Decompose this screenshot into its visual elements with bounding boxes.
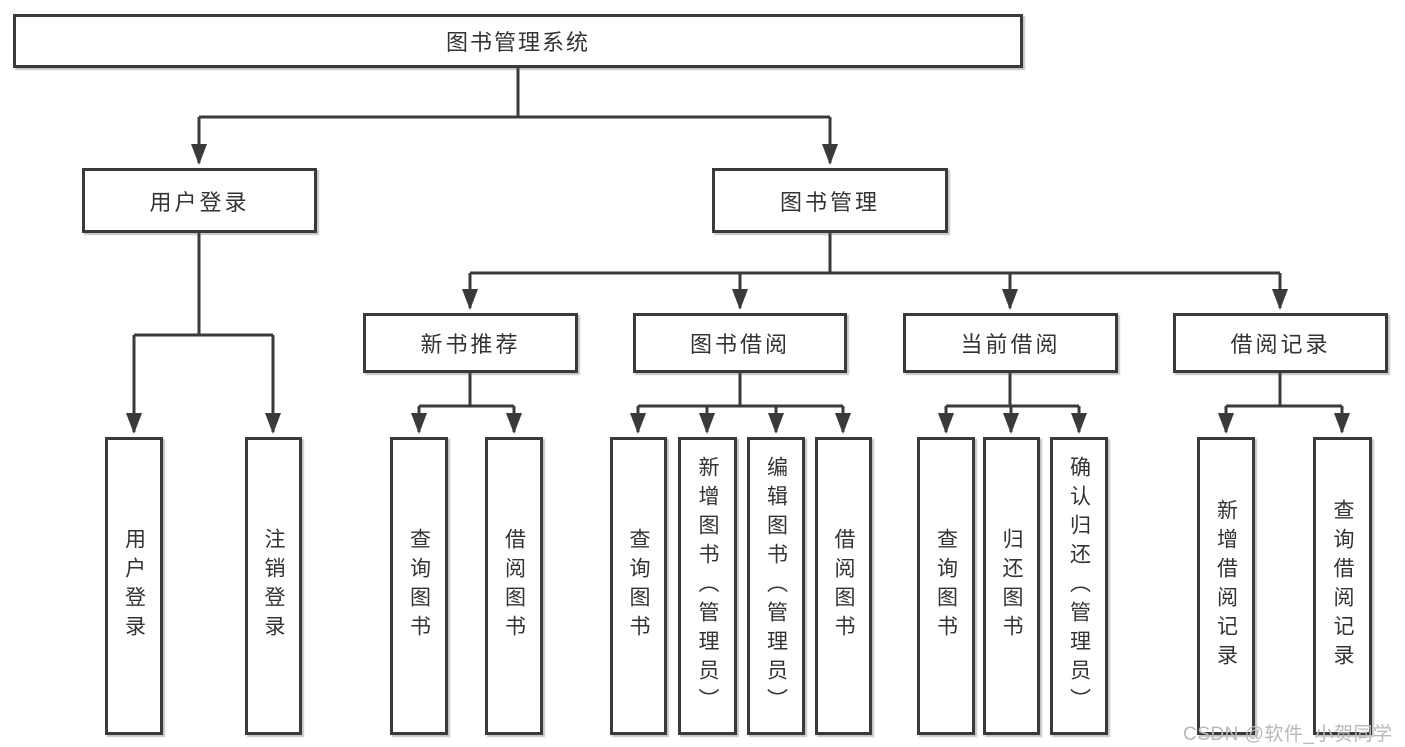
leaf-edit-books-admin: 编辑图书（管理员） — [747, 437, 805, 735]
leaf-query-books-current: 查询图书 — [917, 437, 975, 735]
node-book-borrow: 图书借阅 — [633, 313, 847, 373]
leaf-add-books-admin-label: 新增图书（管理员） — [696, 455, 719, 717]
book-mgmt-branch-line — [470, 233, 1280, 275]
node-borrow-records: 借阅记录 — [1173, 313, 1388, 373]
leaf-return-books: 归还图书 — [983, 437, 1040, 735]
node-new-book-recommend: 新书推荐 — [363, 313, 578, 373]
leaf-query-books-current-label: 查询图书 — [934, 528, 958, 644]
leaf-query-books-recommend-label: 查询图书 — [407, 528, 431, 644]
node-book-management: 图书管理 — [712, 168, 948, 233]
leaf-query-borrow-record: 查询借阅记录 — [1313, 437, 1372, 735]
leaf-query-borrow-record-label: 查询借阅记录 — [1331, 499, 1354, 673]
leaf-user-login-label: 用户登录 — [122, 528, 146, 644]
borrow-records-branch-line — [1226, 373, 1342, 408]
node-user-login: 用户登录 — [82, 168, 317, 233]
leaf-confirm-return-admin-label: 确认归还（管理员） — [1067, 455, 1091, 717]
leaf-add-books-admin: 新增图书（管理员） — [678, 437, 737, 735]
leaf-add-borrow-record: 新增借阅记录 — [1197, 437, 1255, 735]
leaf-borrow-books-label: 借阅图书 — [832, 528, 855, 644]
user-login-branch-line — [134, 233, 273, 337]
leaf-query-books-recommend: 查询图书 — [390, 437, 448, 735]
leaf-query-books-borrow: 查询图书 — [610, 437, 667, 735]
leaf-borrow-books: 借阅图书 — [815, 437, 872, 735]
root-branch-line — [199, 68, 830, 119]
leaf-user-login: 用户登录 — [105, 437, 163, 735]
node-root-system: 图书管理系统 — [13, 14, 1023, 68]
leaf-query-books-borrow-label: 查询图书 — [627, 528, 650, 644]
leaf-add-borrow-record-label: 新增借阅记录 — [1214, 499, 1238, 673]
leaf-borrow-books-recommend: 借阅图书 — [485, 437, 543, 735]
csdn-watermark: CSDN @软件_小贺同学 — [1183, 724, 1393, 745]
leaf-borrow-books-recommend-label: 借阅图书 — [502, 528, 526, 644]
leaf-edit-books-admin-label: 编辑图书（管理员） — [764, 455, 788, 717]
leaf-logout-label: 注销登录 — [262, 528, 285, 644]
book-borrow-branch-line — [638, 373, 843, 408]
node-current-borrow: 当前借阅 — [903, 313, 1118, 373]
leaf-logout: 注销登录 — [245, 437, 302, 735]
new-books-branch-line — [419, 373, 514, 408]
leaf-return-books-label: 归还图书 — [1000, 528, 1023, 644]
current-borrow-branch-line — [946, 373, 1079, 408]
leaf-confirm-return-admin: 确认归还（管理员） — [1050, 437, 1108, 735]
